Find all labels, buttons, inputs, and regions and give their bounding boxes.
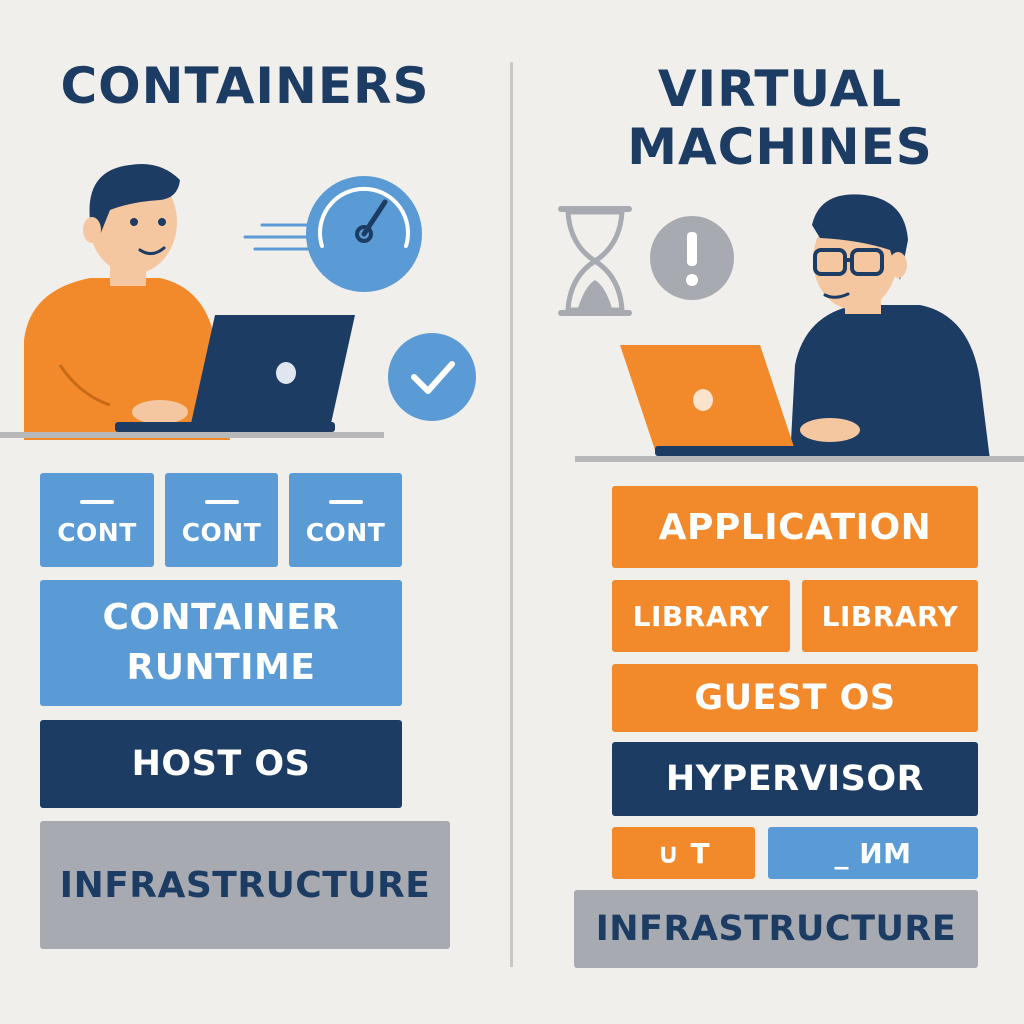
left-infrastructure-block: INFRASTRUCTURE <box>40 821 450 949</box>
guest-os-block: GUEST OS <box>612 664 978 732</box>
container-label-3: CONT <box>305 517 386 547</box>
partial-block-blue: _ ИM <box>768 827 978 879</box>
partial-block-orange: ∪ T <box>612 827 755 879</box>
container-block-1: CONT <box>40 473 154 567</box>
exclamation-icon <box>650 216 734 300</box>
container-block-3: CONT <box>289 473 402 567</box>
container-bar-1 <box>80 499 114 504</box>
library-block-1: LIBRARY <box>612 580 790 652</box>
host-os-block: HOST OS <box>40 720 402 808</box>
application-block: APPLICATION <box>612 486 978 568</box>
left-desk-shelf <box>0 432 384 438</box>
virtual-machines-illustration <box>558 194 990 460</box>
hourglass-icon <box>558 206 632 316</box>
virtual-machines-title: VIRTUAL MACHINES <box>627 60 933 176</box>
laptop-orange <box>620 345 870 456</box>
center-divider <box>510 62 513 967</box>
person-orange-shirt <box>24 164 230 440</box>
containers-title: CONTAINERS <box>60 57 430 115</box>
container-runtime-block: CONTAINER RUNTIME <box>40 580 402 706</box>
speedometer-icon <box>306 176 422 292</box>
checkmark-icon <box>388 333 476 421</box>
hypervisor-block: HYPERVISOR <box>612 742 978 816</box>
container-label-1: CONT <box>57 517 137 547</box>
right-desk-shelf <box>575 456 1024 462</box>
person-navy-shirt <box>790 194 990 460</box>
container-block-2: CONT <box>165 473 278 567</box>
container-bar-2 <box>204 499 239 504</box>
containers-illustration <box>24 164 476 440</box>
container-label-2: CONT <box>181 517 262 547</box>
laptop-navy <box>115 315 355 432</box>
container-bar-3 <box>328 499 363 504</box>
right-infrastructure-block: INFRASTRUCTURE <box>574 890 978 968</box>
library-block-2: LIBRARY <box>802 580 978 652</box>
